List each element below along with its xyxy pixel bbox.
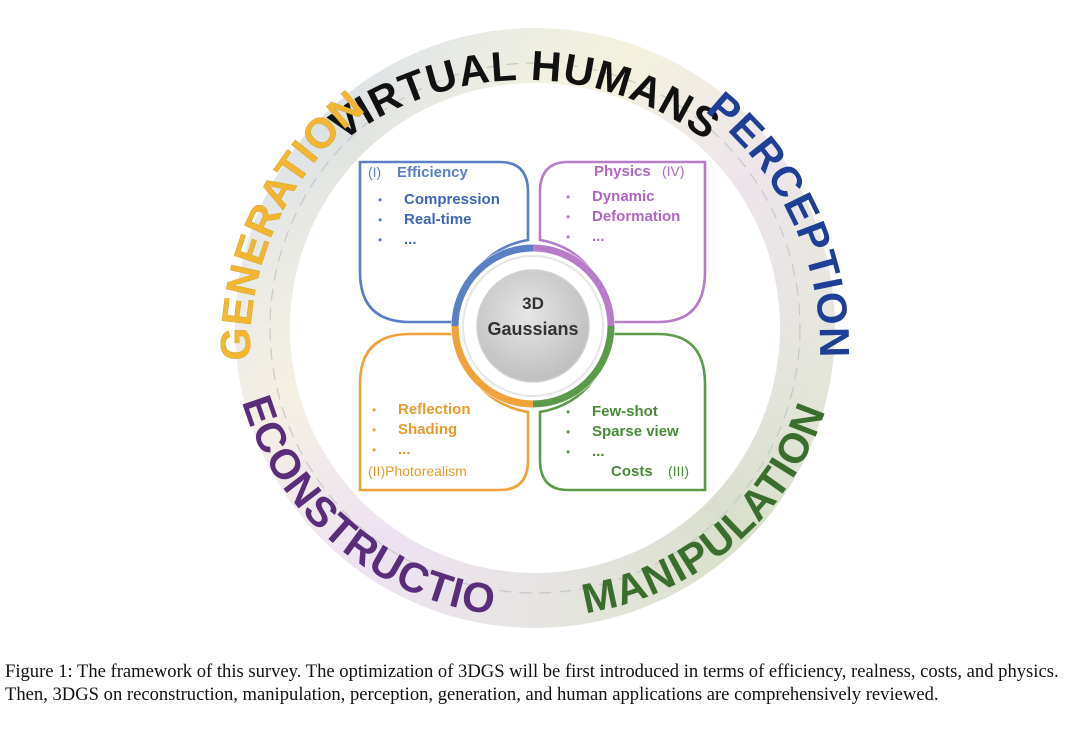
bullet-icon: • xyxy=(566,405,570,419)
framework-diagram: VIRTUAL HUMANS GENERATION PERCEPTION REC… xyxy=(0,0,857,628)
photorealism-item: ... xyxy=(398,441,411,458)
bullet-icon: • xyxy=(378,193,382,207)
physics-numeral: (IV) xyxy=(662,163,685,179)
costs-numeral: (III) xyxy=(668,463,689,479)
bullet-icon: • xyxy=(378,213,382,227)
bullet-icon: • xyxy=(566,230,570,244)
figure-caption: Figure 1: The framework of this survey. … xyxy=(5,661,1059,705)
efficiency-item: Real-time xyxy=(404,211,472,228)
petal-costs: • Few-shot • Sparse view • ... Costs (II… xyxy=(538,332,707,492)
bullet-icon: • xyxy=(566,425,570,439)
costs-item: Sparse view xyxy=(592,423,679,440)
bullet-icon: • xyxy=(372,443,376,457)
costs-title: Costs xyxy=(611,463,653,480)
center-hub: 3D Gaussians xyxy=(451,244,615,408)
efficiency-numeral: (I) xyxy=(368,164,381,180)
photorealism-item: Reflection xyxy=(398,401,471,418)
physics-item: Deformation xyxy=(592,208,680,225)
efficiency-item: ... xyxy=(404,231,417,248)
costs-item: Few-shot xyxy=(592,403,658,420)
petal-physics: Physics (IV) • Dynamic • Deformation • .… xyxy=(538,160,707,324)
physics-item: Dynamic xyxy=(592,188,655,205)
center-label-line2: Gaussians xyxy=(487,319,578,339)
photorealism-footer: (II)Photorealism xyxy=(368,463,467,479)
bullet-icon: • xyxy=(372,403,376,417)
physics-item: ... xyxy=(592,228,605,245)
bullet-icon: • xyxy=(372,423,376,437)
petal-photorealism: • Reflection • Shading • ... (II)Photore… xyxy=(358,332,530,492)
costs-item: ... xyxy=(592,443,605,460)
efficiency-title: Efficiency xyxy=(397,164,469,181)
physics-title: Physics xyxy=(594,163,651,180)
bullet-icon: • xyxy=(566,210,570,224)
bullet-icon: • xyxy=(566,190,570,204)
petal-efficiency: (I) Efficiency • Compression • Real-time… xyxy=(358,160,530,324)
bullet-icon: • xyxy=(566,445,570,459)
center-label-line1: 3D xyxy=(522,294,544,313)
bullet-icon: • xyxy=(378,233,382,247)
efficiency-item: Compression xyxy=(404,191,500,208)
photorealism-item: Shading xyxy=(398,421,457,438)
